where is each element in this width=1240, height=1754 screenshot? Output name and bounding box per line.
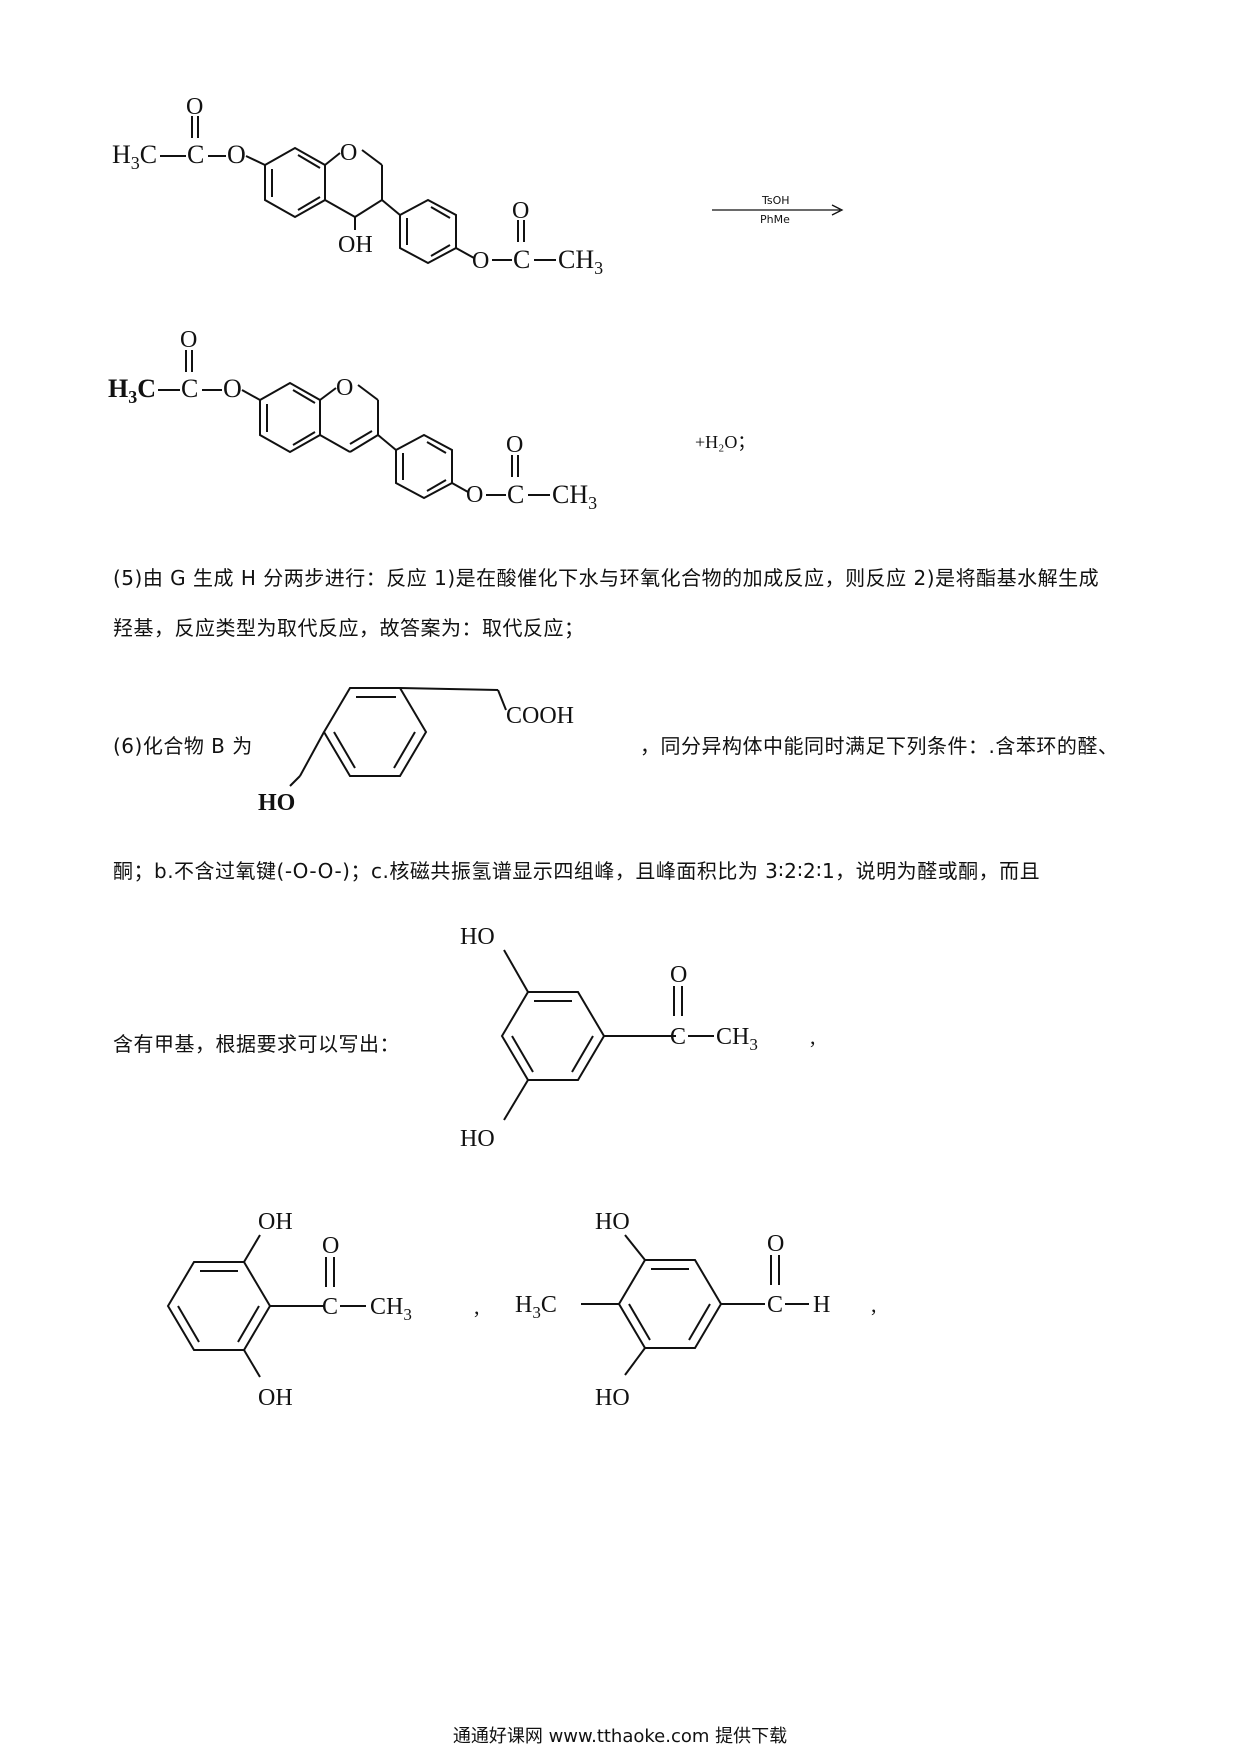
reagent-bottom: PhMe [760, 213, 790, 226]
carbonyl-o-label: O [186, 94, 203, 120]
ch3-label: CH3 [370, 1294, 412, 1324]
ester-o2-label: O [472, 248, 489, 274]
paragraph-6-prefix: (6)化合物 B 为 [113, 734, 253, 758]
carbonyl-o-label: O [322, 1233, 339, 1259]
ho-label: HO [258, 790, 295, 816]
comma: , [474, 1294, 480, 1319]
paragraph-5-line-2: 羟基，反应类型为取代反应，故答案为：取代反应； [113, 616, 585, 640]
carbonyl-o2-label: O [512, 198, 529, 224]
carbonyl-c-label: C [670, 1024, 686, 1050]
ch3-label: CH3 [552, 480, 597, 513]
product-structure: H3C C O O O O C O CH3 [108, 327, 597, 513]
comma: , [871, 1292, 877, 1317]
oh-top-label: OH [258, 1209, 293, 1235]
isomer-3-structure: HO H3C O C H , HO [515, 1209, 877, 1411]
ho-top-label: HO [595, 1209, 630, 1235]
comma: , [810, 1024, 816, 1049]
oh-label: OH [338, 232, 373, 258]
carbonyl-c-label: C [187, 140, 204, 169]
paragraph-6-suffix: ，同分异构体中能同时满足下列条件：.含苯环的醛、 [640, 734, 1119, 758]
h3c-label: H3C [108, 374, 156, 407]
isomer-1-structure: HO O C CH3 , HO [460, 924, 816, 1152]
footer-source: 通通好课网 www.tthaoke.com 提供下载 [452, 1726, 788, 1747]
compound-b-structure: COOH HO [258, 687, 574, 816]
h3c-label: H3C [515, 1292, 557, 1322]
ester-o2-label: O [466, 482, 483, 508]
ch3-label: CH3 [558, 245, 603, 278]
oh-bottom-label: OH [258, 1385, 293, 1411]
carbonyl-c-label: C [181, 374, 198, 403]
ring-o-label: O [340, 140, 357, 166]
ring-o-label: O [336, 375, 353, 401]
carbonyl-o-label: O [767, 1231, 784, 1257]
ester-o-label: O [223, 374, 242, 403]
carbonyl-o2-label: O [506, 432, 523, 458]
carbonyl-c-label: C [767, 1292, 783, 1318]
cooh-label: COOH [506, 703, 574, 729]
ho-top-label: HO [460, 924, 495, 950]
paragraph-6-line-3: 含有甲基，根据要求可以写出： [113, 1032, 400, 1056]
paragraph-5-line-1: (5)由 G 生成 H 分两步进行：反应 1)是在酸催化下水与环氧化合物的加成反… [113, 566, 1100, 590]
carbonyl-o-label: O [180, 327, 197, 353]
carbonyl-c2-label: C [513, 245, 530, 274]
water-byproduct: +H₂O； [695, 432, 756, 452]
carbonyl-o-label: O [670, 962, 687, 988]
paragraph-6-line-2: 酮；b.不含过氧键(-O-O-)；c.核磁共振氢谱显示四组峰，且峰面积比为 3∶… [113, 859, 1041, 883]
h-label: H [813, 1292, 830, 1318]
reactant-structure: H3C C O O O OH O C O CH3 [112, 94, 603, 278]
carbonyl-c2-label: C [507, 480, 524, 509]
ho-bottom-label: HO [460, 1126, 495, 1152]
isomer-2-structure: OH O C CH3 , OH [166, 1209, 480, 1411]
carbonyl-c-label: C [322, 1294, 338, 1320]
reagent-top: TsOH [762, 194, 790, 207]
ester-o-label: O [227, 140, 246, 169]
ch3-label: CH3 [716, 1024, 758, 1054]
h3c-label: H3C [112, 140, 157, 173]
reaction-arrow [712, 204, 844, 216]
ho-bottom-label: HO [595, 1385, 630, 1411]
